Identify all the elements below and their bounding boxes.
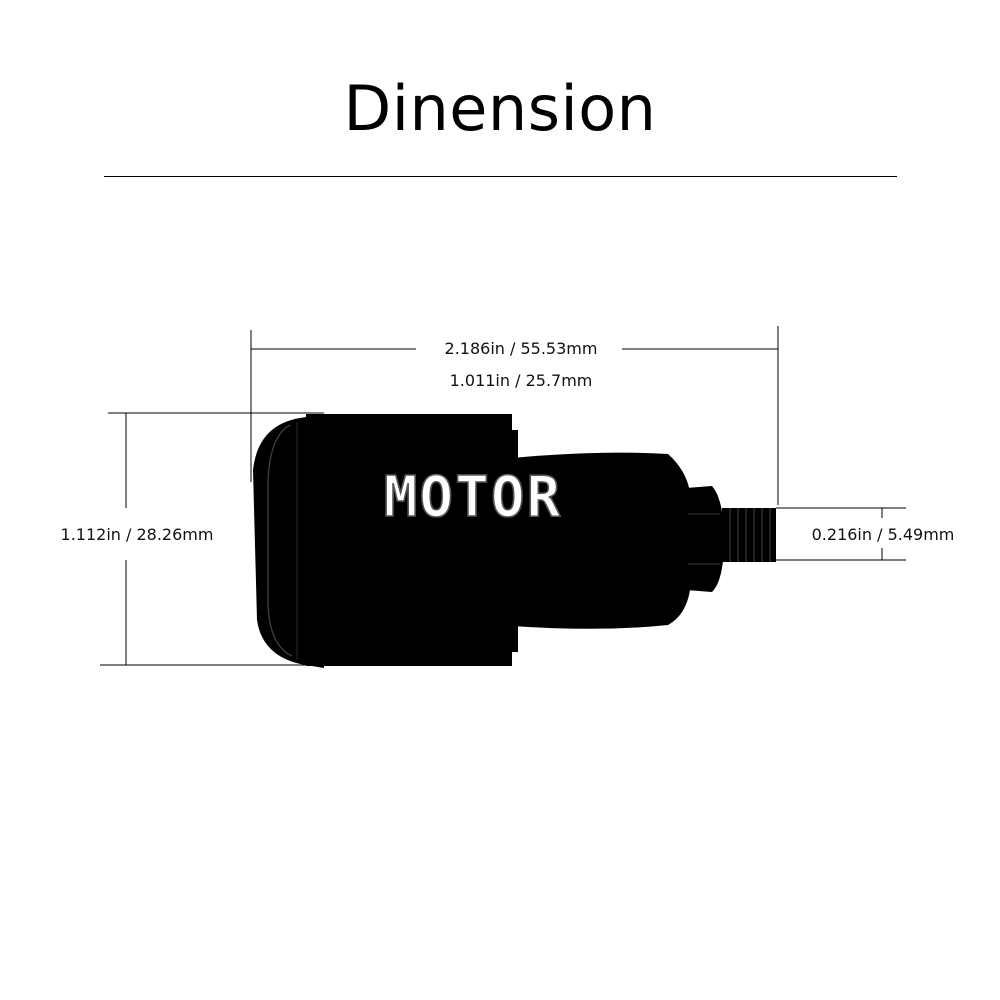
bar-end-product [253,414,776,668]
overall-length-label: 2.186in / 55.53mm [445,339,598,358]
hex-nut [686,486,724,592]
watermark-text: MOTOR [384,465,563,530]
rear-section [512,452,690,629]
page-title: Dinension [343,72,657,145]
height-label: 1.112in / 28.26mm [61,525,214,544]
threaded-bolt [722,508,776,562]
body-length-label: 1.011in / 25.7mm [450,371,593,390]
thread-diameter-label: 0.216in / 5.49mm [812,525,955,544]
main-body [306,414,512,666]
title-divider [104,176,897,177]
dimension-lines [100,326,906,666]
